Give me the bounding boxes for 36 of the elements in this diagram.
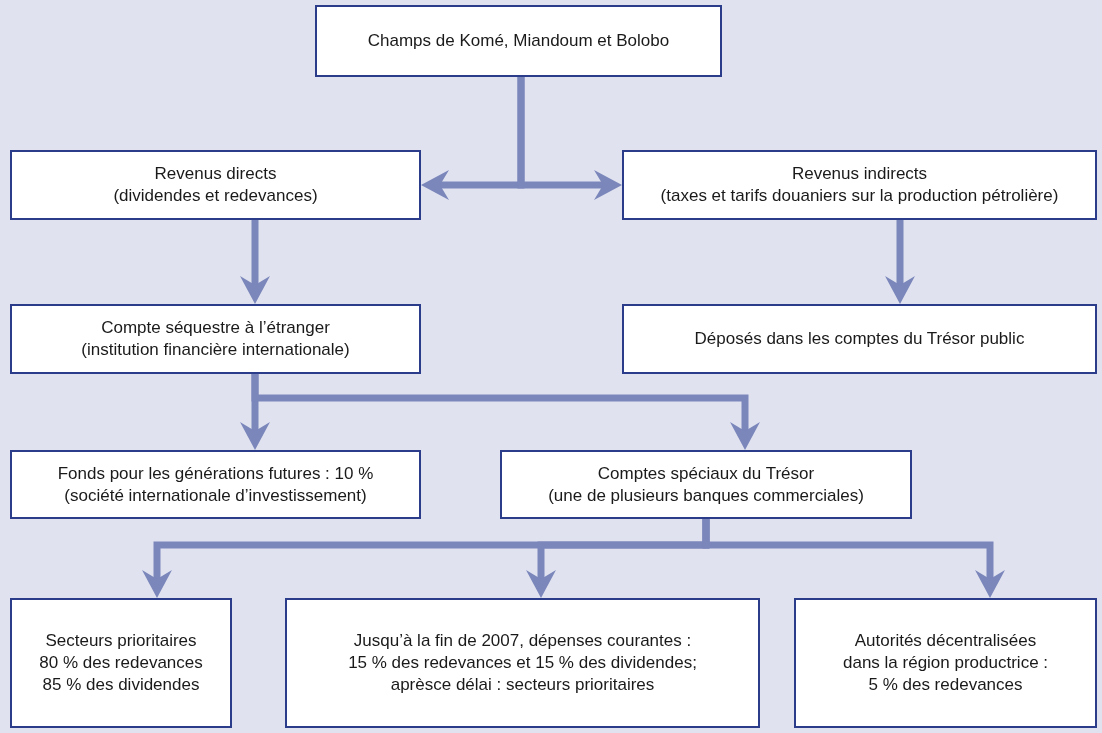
box-text: Fonds pour les générations futures : 10 % [57, 462, 374, 485]
arrow [885, 220, 915, 304]
box-text: Jusqu’à la fin de 2007, dépenses courantes : [353, 630, 692, 652]
text-box [285, 598, 760, 728]
box-text: 5 % des redevances [868, 674, 1023, 696]
box-text: Secteurs prioritaires [45, 630, 197, 652]
arrow [517, 77, 622, 200]
box-text: (une de plusieurs banques commerciales) [548, 484, 864, 507]
box-text: Comptes spéciaux du Trésor [597, 462, 815, 485]
box-text: Revenus directs [154, 163, 277, 185]
text-box [10, 450, 421, 519]
box-text: Déposés dans les comptes du Trésor public [694, 328, 1025, 350]
text-box [622, 304, 1097, 374]
text-box [794, 598, 1097, 728]
box-text: aprèsce délai : secteurs prioritaires [390, 674, 655, 696]
box-text: (taxes et tarifs douaniers sur la production pétrolière) [660, 185, 1059, 207]
text-box [315, 5, 722, 77]
box-text: Compte séquestre à l’étranger [101, 317, 330, 339]
box-text: (société internationale d’investissement) [64, 484, 367, 507]
text-box [10, 304, 421, 374]
box-text: 85 % des dividendes [42, 674, 200, 696]
box-text: Autorités décentralisées [854, 630, 1037, 652]
text-box [622, 150, 1097, 220]
box-text: Champs de Komé, Miandoum et Bolobo [367, 30, 670, 52]
text-box [500, 450, 912, 519]
arrow [702, 519, 1005, 598]
text-box [10, 150, 421, 220]
box-text: (dividendes et redevances) [113, 185, 318, 207]
box-text: (institution financière internationale) [81, 339, 350, 361]
box-text: 15 % des redevances et 15 % des dividendes; [348, 652, 697, 674]
box-text: dans la région productrice : [842, 652, 1049, 674]
box-text: Revenus indirects [791, 163, 928, 185]
arrow [251, 374, 760, 450]
text-box [10, 598, 232, 728]
box-text: 80 % des redevances [39, 652, 203, 674]
arrow [240, 220, 270, 304]
